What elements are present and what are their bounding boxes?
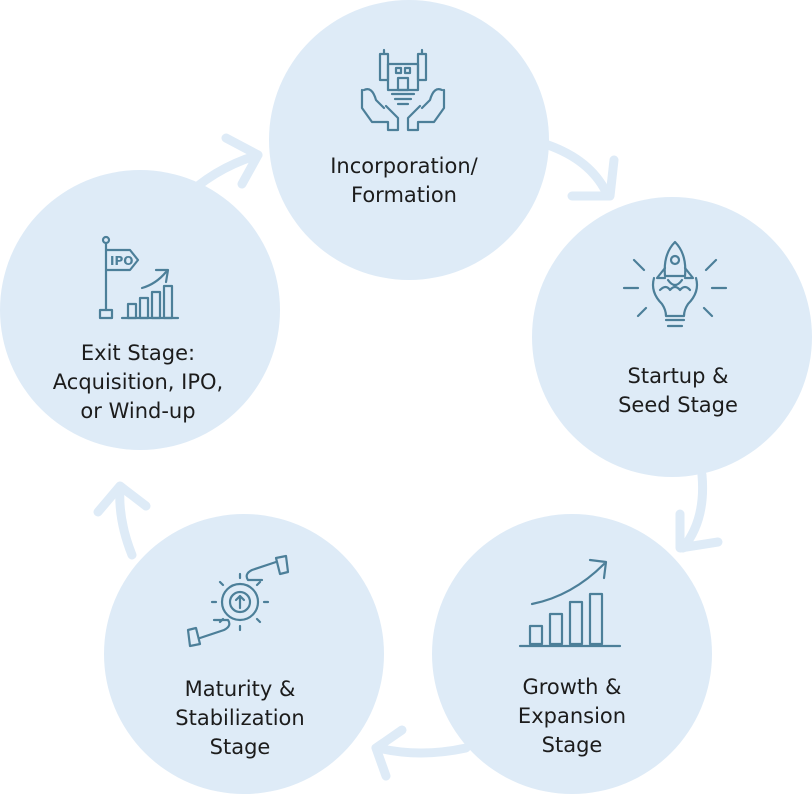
ipo-flag-chart-icon: IPO [94,234,186,322]
arrow-maturity-to-exit [115,483,137,560]
rocket-bulb-icon [620,238,730,330]
arrowhead-growth-to-maturity [371,725,407,781]
label-line: Expansion [517,704,627,728]
arrowhead-maturity-to-exit [93,481,151,517]
stage-label-incorporation: Incorporation/ Formation [274,152,534,210]
stage-circle-growth [432,514,712,794]
label-line: Acquisition, IPO, [52,370,224,394]
label-line: Startup & [627,364,729,388]
label-line: Growth & [522,675,622,699]
stage-label-exit: Exit Stage: Acquisition, IPO, or Wind-up [8,339,268,426]
stage-label-growth: Growth & Expansion Stage [442,673,702,760]
ipo-sign-text: IPO [110,254,133,268]
label-line: Stage [541,733,603,757]
stage-label-startup: Startup & Seed Stage [548,362,808,420]
arrowhead-incorporation-to-startup [567,155,619,201]
building-hands-icon [358,46,448,132]
label-line: Formation [351,183,457,207]
gear-hands-icon [186,552,290,650]
arrow-startup-to-growth [678,470,708,553]
stage-label-maturity: Maturity & Stabilization Stage [110,675,370,762]
arrow-growth-to-maturity [373,743,471,758]
label-line: Stabilization [175,706,305,730]
arrowhead-exit-to-incorporation [221,133,263,189]
stage-circle-incorporation [269,0,549,280]
label-line: Maturity & [184,677,296,701]
label-line: Exit Stage: [80,341,196,365]
label-line: Incorporation/ [330,154,478,178]
arrow-incorporation-to-startup [543,140,611,197]
growth-chart-icon [516,552,624,650]
label-line: Stage [209,735,271,759]
label-line: or Wind-up [80,399,196,423]
stage-circle-maturity [104,514,384,794]
arrowhead-startup-to-growth [675,509,723,553]
label-line: Seed Stage [618,393,738,417]
